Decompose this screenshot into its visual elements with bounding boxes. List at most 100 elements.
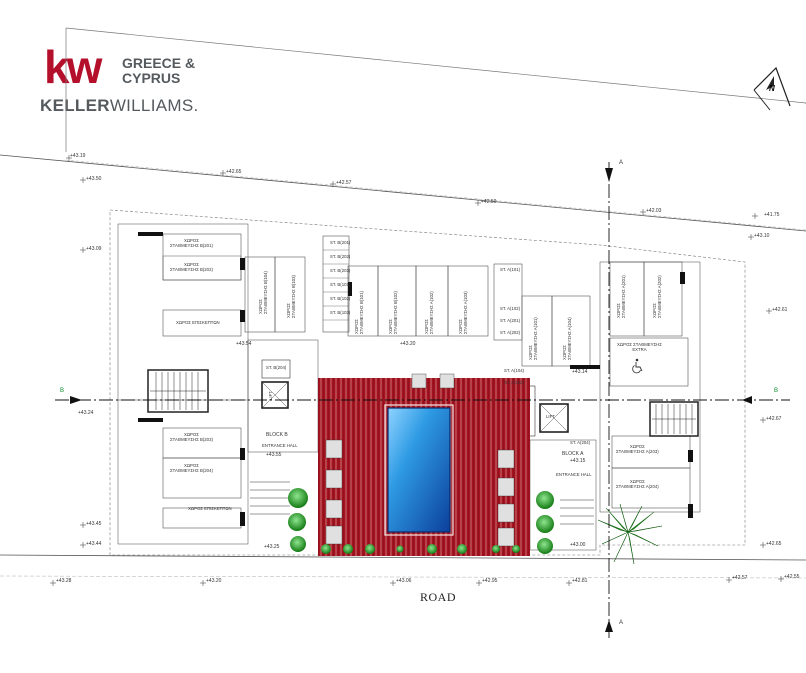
parking-a204-label: ΧΩΡΟΣ ΣΤΑΘΜΕΥΣΗΣ Α(204): [616, 479, 659, 489]
keller-williams-logo: kw GREECE & CYPRUS KELLERWILLIAMS.: [40, 42, 210, 122]
parking-b103-bay: [274, 256, 306, 333]
lift-b-label: LIFT: [268, 391, 273, 400]
storage-b202-label: ST. B(202): [330, 254, 351, 259]
visitor-parking-top-bay: [162, 309, 242, 337]
level-label: +43.06: [396, 578, 412, 584]
north-label: N: [769, 84, 775, 93]
level-label: +43.45: [86, 521, 102, 527]
level-label: +43.28: [56, 578, 72, 584]
parking-b102-label: ΧΩΡΟΣ ΣΤΑΘΜΕΥΣΗΣ Β(102): [388, 291, 398, 334]
parking-a104-label: ΧΩΡΟΣ ΣΤΑΘΜΕΥΣΗΣ Α(104): [562, 317, 572, 360]
parking-a203-label: ΧΩΡΟΣ ΣΤΑΘΜΕΥΣΗΣ Α(203): [616, 444, 659, 454]
level-label: +42.55: [784, 574, 800, 580]
building-outline: [109, 209, 746, 556]
storage-a202-label: ST. A(202): [500, 330, 521, 335]
parking-b201-label: ΧΩΡΟΣ ΣΤΑΘΜΕΥΣΗΣ Β(201): [170, 238, 213, 248]
level-label: +42.81: [572, 578, 588, 584]
storage-b101-label: ST. B(101): [330, 282, 351, 287]
axis-a-bottom-label: A: [619, 620, 624, 626]
parking-extra-label: ΧΩΡΟΣ ΣΤΑΘΜΕΥΣΗΣ EXTRA: [617, 342, 662, 352]
axis-a-top-arrow: [605, 168, 613, 182]
logo-region-line2: CYPRUS: [122, 70, 181, 86]
visitor-parking-bottom-bay: [162, 507, 242, 529]
storage-b204-label: ST. B(204): [266, 365, 287, 370]
parking-b203-label: ΧΩΡΟΣ ΣΤΑΘΜΕΥΣΗΣ Β(203): [170, 432, 213, 442]
entrance-steps-b: [250, 481, 290, 515]
storage-a-column: [493, 263, 523, 341]
level-label: +43.55: [266, 452, 282, 458]
block-a-walls: [599, 261, 701, 513]
entrance-steps-a: [560, 499, 594, 525]
storage-a103-label: ST. A(103): [504, 380, 525, 385]
storage-a102-label: ST. A(102): [500, 306, 521, 311]
shrubs: [288, 488, 554, 554]
axis-b-left-label: B: [60, 388, 65, 394]
site-line-top: [0, 154, 806, 232]
logo-brand-part1: KELLER: [40, 96, 110, 115]
parking-b204-label: ΧΩΡΟΣ ΣΤΑΘΜΕΥΣΗΣ Β(204): [170, 463, 213, 473]
storage-b103-label: ST. B(103): [330, 310, 351, 315]
level-label: +43.54: [236, 341, 252, 347]
level-label: +43.50: [86, 176, 102, 182]
level-label: +42.67: [766, 416, 782, 422]
parking-a103-label: ΧΩΡΟΣ ΣΤΑΘΜΕΥΣΗΣ Α(103): [458, 291, 468, 334]
parking-a103-bay: [447, 265, 489, 337]
block-b-label: BLOCK B: [266, 432, 288, 438]
parking-a204-bay: [611, 467, 691, 509]
axis-b-left-arrow: [70, 396, 82, 404]
north-arrow-icon: [753, 66, 791, 111]
visitor-parking-bottom-label: ΧΩΡΟΣ ΕΠΙΣΚΕΠΤΩΝ: [188, 506, 232, 511]
level-markers: [50, 155, 784, 586]
level-label: +42.50: [481, 199, 497, 205]
level-label: +42.65: [766, 541, 782, 547]
parking-b204-bay: [162, 457, 242, 499]
storage-b102-label: ST. B(102): [330, 296, 351, 301]
level-label: +43.15: [570, 458, 586, 464]
logo-region: GREECE & CYPRUS: [122, 56, 195, 86]
stairs-a: [649, 401, 699, 437]
axis-b-right-label: B: [774, 388, 779, 394]
storage-a104-label: ST. A(104): [504, 368, 525, 373]
parking-b103-label: ΧΩΡΟΣ ΣΤΑΘΜΕΥΣΗΣ Β(103): [286, 275, 296, 318]
level-label: +43.09: [86, 246, 102, 252]
accessible-parking-icon: [632, 358, 643, 374]
axis-a-top-label: A: [619, 160, 624, 166]
parking-b101-label: ΧΩΡΟΣ ΣΤΑΘΜΕΥΣΗΣ Β(101): [354, 291, 364, 334]
level-label: +42.95: [482, 578, 498, 584]
axis-b-right-arrow: [742, 396, 752, 404]
level-label: +42.61: [772, 307, 788, 313]
storage-a204-label: ST. A(204): [570, 440, 591, 445]
visitor-parking-top-label: ΧΩΡΟΣ ΕΠΙΣΚΕΠΤΩΝ: [176, 320, 220, 325]
parking-a202-bay: [643, 261, 683, 337]
level-label: +43.19: [70, 153, 86, 159]
storage-b204-room: [261, 359, 291, 379]
level-label: +43.24: [78, 410, 94, 416]
level-label: +43.10: [754, 233, 770, 239]
level-label: +41.75: [764, 212, 780, 218]
parking-a201-label: ΧΩΡΟΣ ΣΤΑΘΜΕΥΣΗΣ Α(201): [616, 275, 626, 318]
road-label: ROAD: [420, 590, 457, 604]
parking-b104-label: ΧΩΡΟΣ ΣΤΑΘΜΕΥΣΗΣ Β(104): [258, 271, 268, 314]
level-label: +43.44: [86, 541, 102, 547]
level-label: +42.65: [226, 169, 242, 175]
storage-a201-label: ST. A(201): [500, 318, 521, 323]
block-b-walls: [117, 223, 249, 545]
level-label: +43.20: [206, 578, 222, 584]
storage-a101-label: ST. A(101): [500, 267, 521, 272]
parking-a101-label: ΧΩΡΟΣ ΣΤΑΘΜΕΥΣΗΣ Α(101): [528, 317, 538, 360]
stairs-b-treads: [150, 372, 206, 410]
block-a-label: BLOCK A: [562, 451, 584, 457]
storage-b201-label: ST. B(201): [330, 240, 351, 245]
parking-a102-label: ΧΩΡΟΣ ΣΤΑΘΜΕΥΣΗΣ Α(102): [424, 291, 434, 334]
level-label: +43.20: [400, 341, 416, 347]
logo-brand-part2: WILLIAMS.: [109, 96, 199, 115]
level-label: +43.25: [264, 544, 280, 550]
wall-ticks: [138, 232, 693, 526]
plot-boundary-top: [65, 27, 806, 104]
stairs-b: [147, 369, 209, 413]
level-label: +42.03: [646, 208, 662, 214]
parking-a202-label: ΧΩΡΟΣ ΣΤΑΘΜΕΥΣΗΣ Α(202): [652, 275, 662, 318]
level-label: +43.14: [572, 369, 588, 375]
site-line-upper: [65, 159, 806, 231]
